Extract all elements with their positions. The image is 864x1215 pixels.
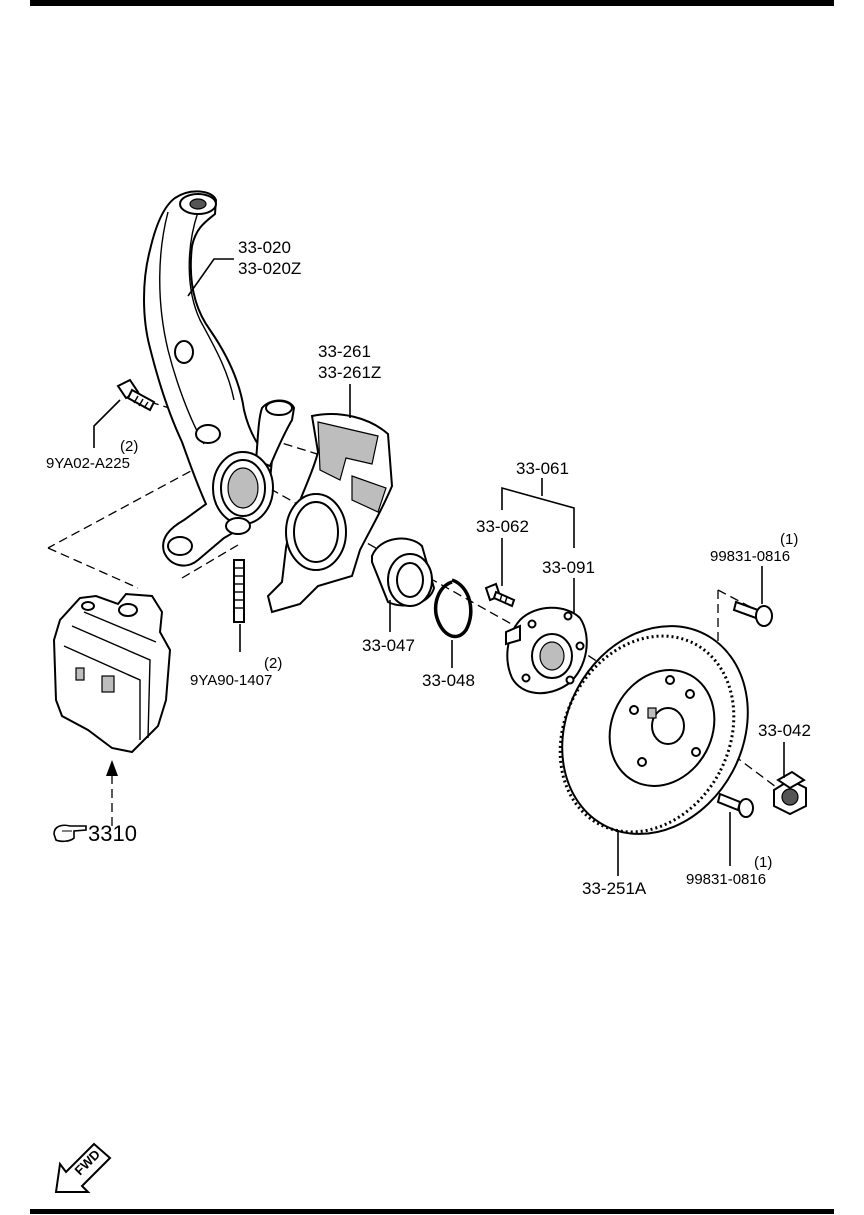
label-screw-upper-qty: (1) <box>780 531 798 548</box>
label-snap-ring: 33-048 <box>422 671 475 690</box>
disc-screw-upper <box>732 600 773 627</box>
pointing-hand-icon <box>53 824 87 843</box>
top-border <box>30 0 834 6</box>
leader-lines <box>93 258 785 876</box>
dust-shield <box>266 413 394 614</box>
wheel-bearing <box>371 537 436 607</box>
brake-disc <box>558 625 749 835</box>
hub-nut <box>773 770 807 816</box>
steering-knuckle <box>143 190 296 567</box>
label-knuckle-2: 33-020Z <box>238 259 301 278</box>
label-dust-shield-2: 33-261Z <box>318 363 381 382</box>
snap-ring <box>433 578 473 639</box>
disc-screw-lower <box>716 792 754 818</box>
wheel-hub <box>505 606 588 695</box>
label-disc: 33-251A <box>582 879 647 898</box>
label-screw-lower-qty: (1) <box>754 854 772 871</box>
label-hub-bolt: 33-062 <box>476 517 529 536</box>
label-stud-qty: (2) <box>264 655 282 672</box>
label-screw-lower: 99831-0816 <box>686 871 766 888</box>
bottom-border <box>30 1209 834 1214</box>
label-hub-assembly: 33-061 <box>516 459 569 478</box>
label-knuckle-bolt: 9YA02-A225 <box>46 455 130 472</box>
label-stud: 9YA90-1407 <box>190 672 272 689</box>
label-bearing: 33-047 <box>362 636 415 655</box>
brake-caliper <box>52 592 172 754</box>
caliper-pointer-arrow <box>106 760 118 776</box>
knuckle-bolt <box>116 378 156 412</box>
label-knuckle-bolt-qty: (2) <box>120 438 138 455</box>
label-screw-upper: 99831-0816 <box>710 548 790 565</box>
label-hub: 33-091 <box>542 558 595 577</box>
label-dust-shield-1: 33-261 <box>318 342 371 361</box>
label-caliper-ref: 3310 <box>88 821 137 846</box>
fwd-arrow-icon <box>54 1142 112 1193</box>
hub-bolt <box>484 582 516 608</box>
label-hub-nut: 33-042 <box>758 721 811 740</box>
stud-bolt <box>233 559 245 623</box>
label-knuckle-1: 33-020 <box>238 238 291 257</box>
